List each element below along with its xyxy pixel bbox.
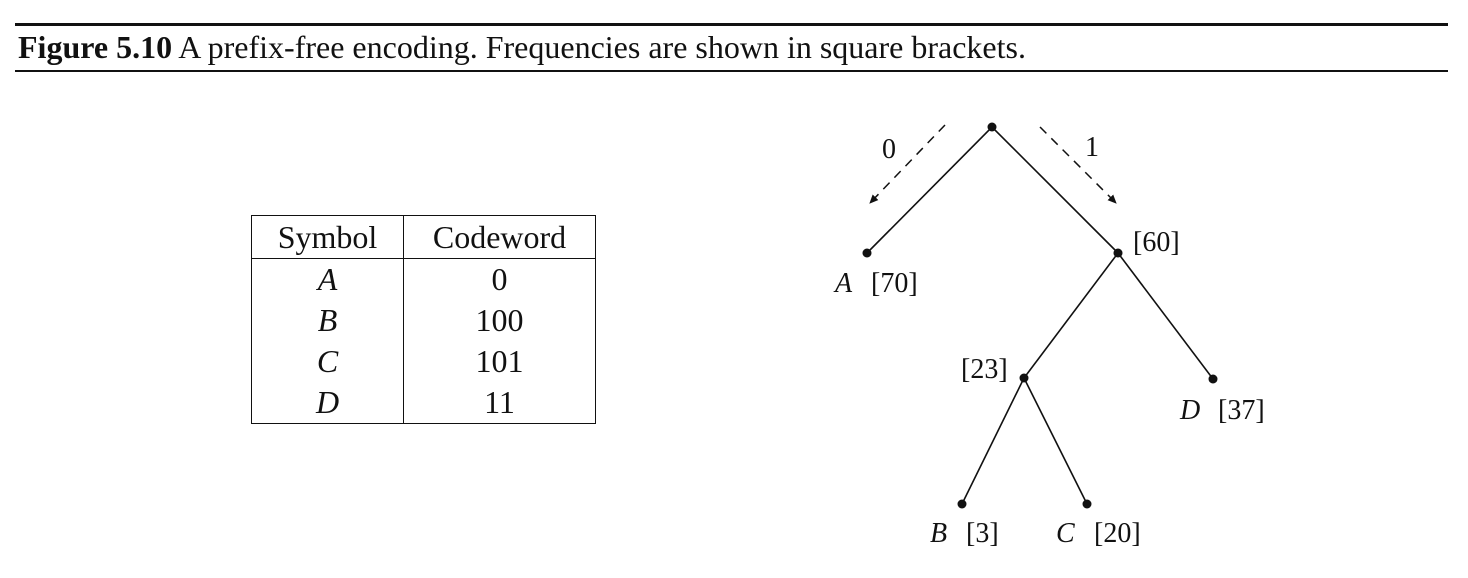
node-a-frequency: [70] xyxy=(871,268,918,299)
caption-top-rule xyxy=(15,23,1448,26)
node-b-frequency: [3] xyxy=(966,518,999,549)
left-branch-arrow xyxy=(869,124,946,204)
node-d-symbol: D xyxy=(1179,395,1200,426)
column-header-codeword: Codeword xyxy=(403,215,596,259)
edge-n23-c xyxy=(1023,377,1088,505)
edge-n23-b xyxy=(961,377,1025,505)
codeword-cell: 0 xyxy=(491,261,508,297)
symbol-cell: B xyxy=(251,300,404,341)
codeword-cell: 11 xyxy=(484,384,515,420)
edge-label-one: 1 xyxy=(1085,132,1099,163)
symbol-cell: C xyxy=(251,341,404,382)
tree-node-n23 xyxy=(1019,373,1029,383)
table-row: D 11 xyxy=(251,382,596,424)
tree-node-b xyxy=(957,499,967,509)
edge-root-a xyxy=(866,126,993,254)
symbol-cell: D xyxy=(251,382,404,424)
tree-node-d xyxy=(1208,374,1218,384)
tree-node-a xyxy=(862,248,872,258)
right-branch-arrow xyxy=(1039,126,1117,204)
node-c-symbol: C xyxy=(1056,518,1075,549)
caption-text: A prefix-free encoding. Frequencies are … xyxy=(178,29,1026,65)
caption-bottom-rule xyxy=(15,70,1448,72)
node-d-frequency: [37] xyxy=(1218,395,1265,426)
symbol-cell: A xyxy=(251,258,404,300)
node-b-symbol: B xyxy=(930,518,947,549)
edge-root-n60 xyxy=(991,126,1119,254)
figure-caption: Figure 5.10 A prefix-free encoding. Freq… xyxy=(18,27,1026,67)
table-header-row: Symbol Codeword xyxy=(251,215,596,259)
node-a-symbol: A xyxy=(833,268,853,299)
tree-node-n60 xyxy=(1113,248,1123,258)
column-header-symbol: Symbol xyxy=(251,215,404,259)
node-n60-frequency: [60] xyxy=(1133,227,1180,258)
tree-node-c xyxy=(1082,499,1092,509)
table-row: A 0 xyxy=(251,258,596,300)
edge-label-zero: 0 xyxy=(882,134,896,165)
node-n23-frequency: [23] xyxy=(961,354,1008,385)
codeword-table: Symbol Codeword A 0 B 100 C 101 D 11 xyxy=(251,215,596,424)
codeword-cell: 100 xyxy=(475,302,524,338)
tree-node-root xyxy=(987,122,997,132)
edge-n60-n23 xyxy=(1023,252,1119,379)
table-row: B 100 xyxy=(251,300,596,341)
codeword-cell: 101 xyxy=(475,343,524,379)
edge-n60-d xyxy=(1117,252,1214,380)
table-row: C 101 xyxy=(251,341,596,382)
node-c-frequency: [20] xyxy=(1094,518,1141,549)
figure-label: Figure 5.10 xyxy=(18,29,173,65)
